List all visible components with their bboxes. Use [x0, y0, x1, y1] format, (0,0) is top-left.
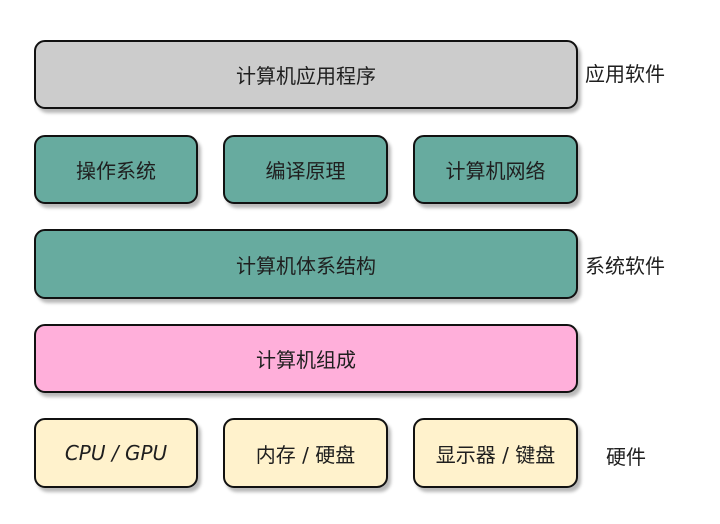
side-label-application-software: 应用软件 [585, 62, 665, 86]
side-label-system-software: 系统软件 [585, 254, 665, 278]
box-label: 计算机组成 [256, 348, 356, 372]
box-operating-system: 操作系统 [34, 135, 198, 204]
box-compiler-principles: 编译原理 [223, 135, 388, 204]
box-computer-architecture: 计算机体系结构 [34, 229, 578, 299]
box-cpu-gpu: CPU / GPU [34, 418, 198, 488]
box-label: 操作系统 [76, 159, 156, 183]
box-display-keyboard: 显示器 / 键盘 [413, 418, 578, 488]
box-label: 计算机应用程序 [236, 64, 376, 88]
box-computer-applications: 计算机应用程序 [34, 40, 578, 109]
box-label: 计算机体系结构 [236, 253, 376, 278]
box-label: CPU / GPU [64, 441, 168, 465]
box-computer-organization: 计算机组成 [34, 324, 578, 393]
box-label: 内存 / 硬盘 [255, 442, 356, 467]
box-memory-disk: 内存 / 硬盘 [223, 418, 388, 488]
box-label: 编译原理 [265, 159, 346, 183]
box-computer-network: 计算机网络 [413, 135, 578, 204]
box-label: 计算机网络 [445, 159, 546, 183]
side-label-hardware: 硬件 [606, 445, 646, 469]
box-label: 显示器 / 键盘 [435, 442, 556, 467]
